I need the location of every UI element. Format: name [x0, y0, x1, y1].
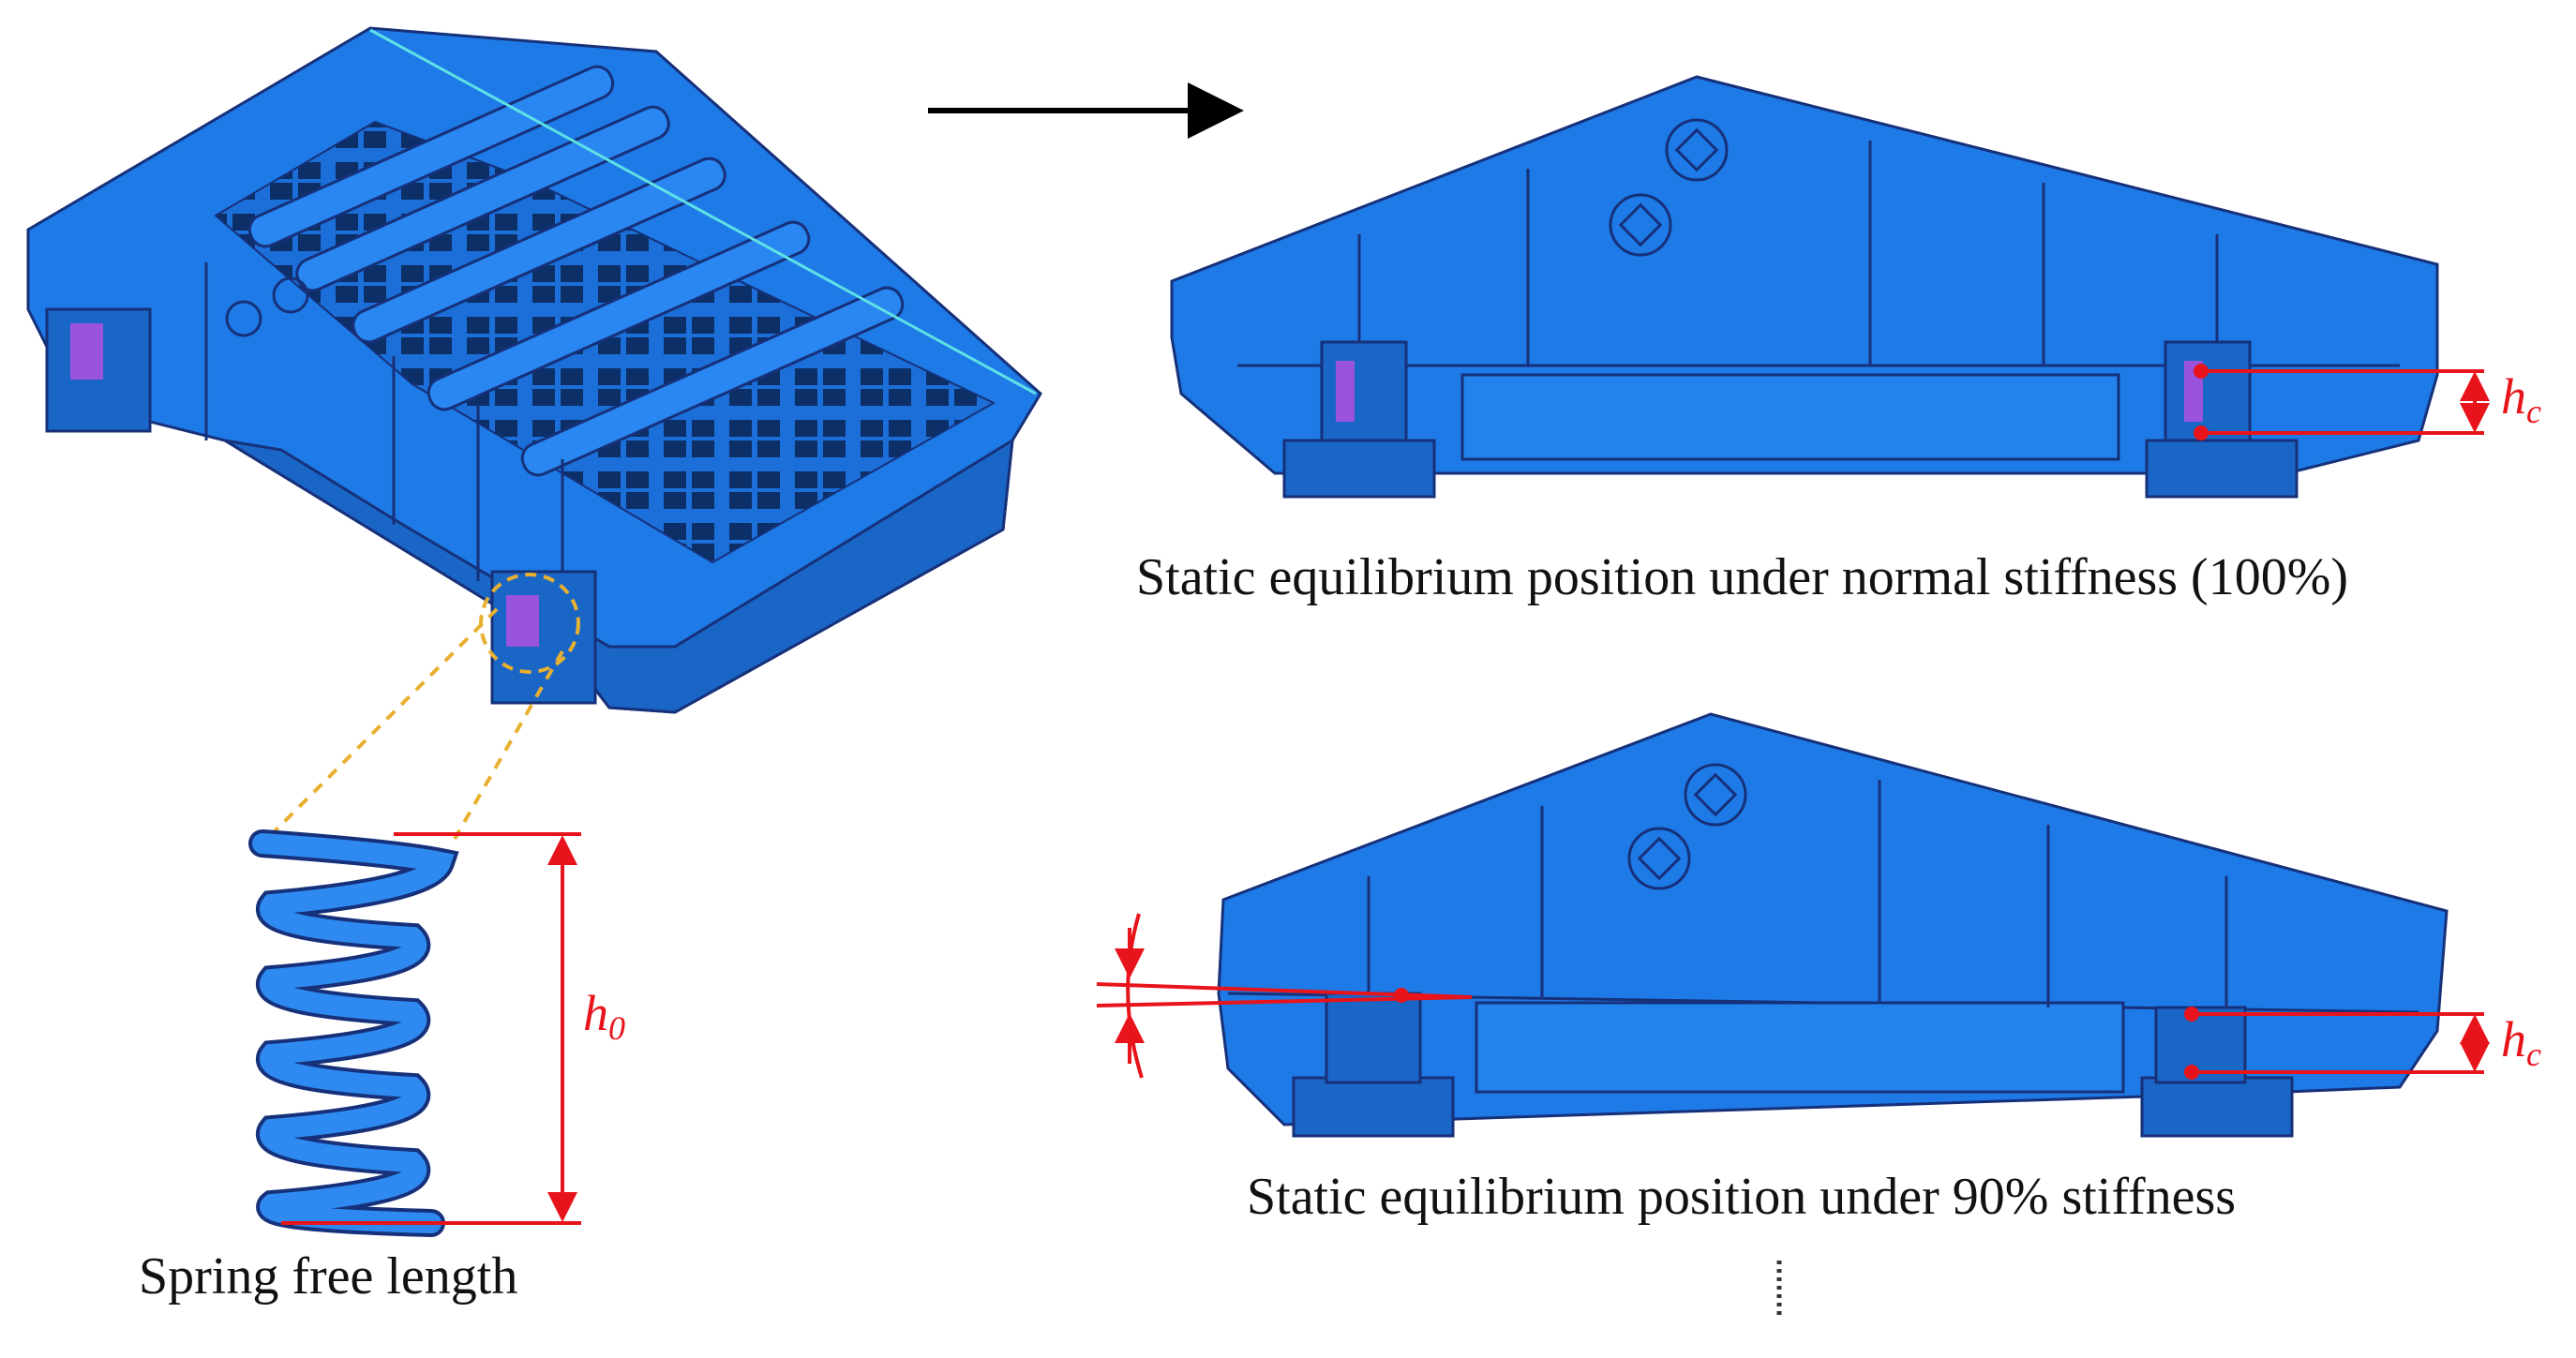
coil-spring	[248, 829, 459, 1237]
compressed-length-dimension	[2194, 364, 2490, 440]
spring-free-length-caption: Spring free length	[139, 1247, 518, 1306]
side-view-90-stiffness	[1096, 712, 2490, 1138]
h0-symbol: h0	[583, 985, 625, 1047]
support-foot	[1292, 1076, 1455, 1138]
ninety-stiffness-caption: Static equilibrium position under 90% st…	[1247, 1168, 2237, 1226]
side-bearing-circle	[272, 276, 309, 314]
side-bearing-circle	[225, 300, 262, 337]
ridge-highlight	[369, 28, 1037, 395]
free-length-dimension	[281, 832, 581, 1225]
continuation-glyph: ⋮	[1875, 1275, 1876, 1276]
support-foot	[1282, 439, 1436, 499]
tilt-indicator	[1096, 913, 1473, 1079]
hc-symbol-ninety: hc	[2501, 1011, 2541, 1073]
spring-seat-left	[45, 307, 152, 433]
hc-symbol-normal: hc	[2501, 368, 2541, 430]
spring-seat-right	[479, 570, 597, 705]
side-view-normal-stiffness	[1170, 75, 2490, 499]
leader-line	[453, 650, 564, 840]
support-foot	[2140, 1076, 2294, 1138]
vibrating-screen-3d-view	[26, 26, 1042, 841]
cross-beams	[247, 65, 905, 477]
normal-stiffness-caption: Static equilibrium position under normal…	[1136, 548, 2349, 606]
leader-line	[265, 607, 499, 841]
compressed-length-dimension	[2184, 1007, 2490, 1080]
support-foot	[2145, 439, 2299, 499]
